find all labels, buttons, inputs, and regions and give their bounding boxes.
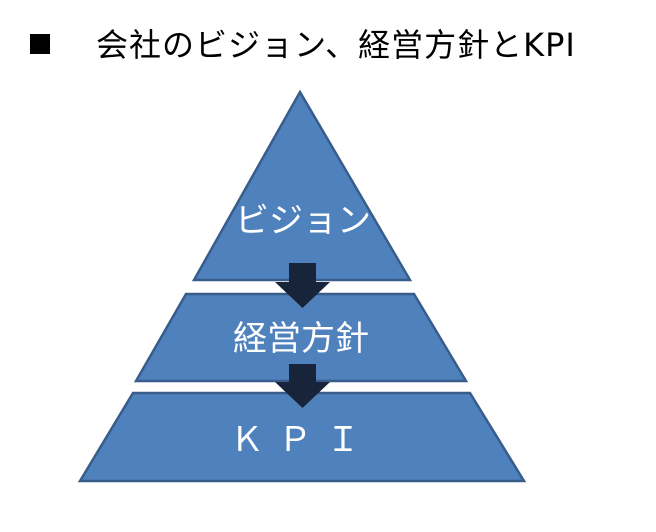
- title-text: 会社のビジョン、経営方針とKPI: [96, 26, 576, 64]
- layer-label-kpi: ＫＰＩ: [230, 420, 374, 460]
- pyramid-layer-middle: [133, 292, 469, 383]
- layer-label-vision: ビジョン: [235, 201, 371, 241]
- pyramid-layer-bottom: [77, 391, 527, 483]
- slide-title: 会社のビジョン、経営方針とKPI: [30, 18, 576, 68]
- down-arrow-icon: [275, 263, 330, 308]
- pyramid-layer-top: [191, 89, 413, 282]
- square-bullet-icon: [30, 34, 50, 54]
- layer-label-policy: 経営方針: [233, 319, 369, 359]
- down-arrow-icon: [275, 364, 330, 408]
